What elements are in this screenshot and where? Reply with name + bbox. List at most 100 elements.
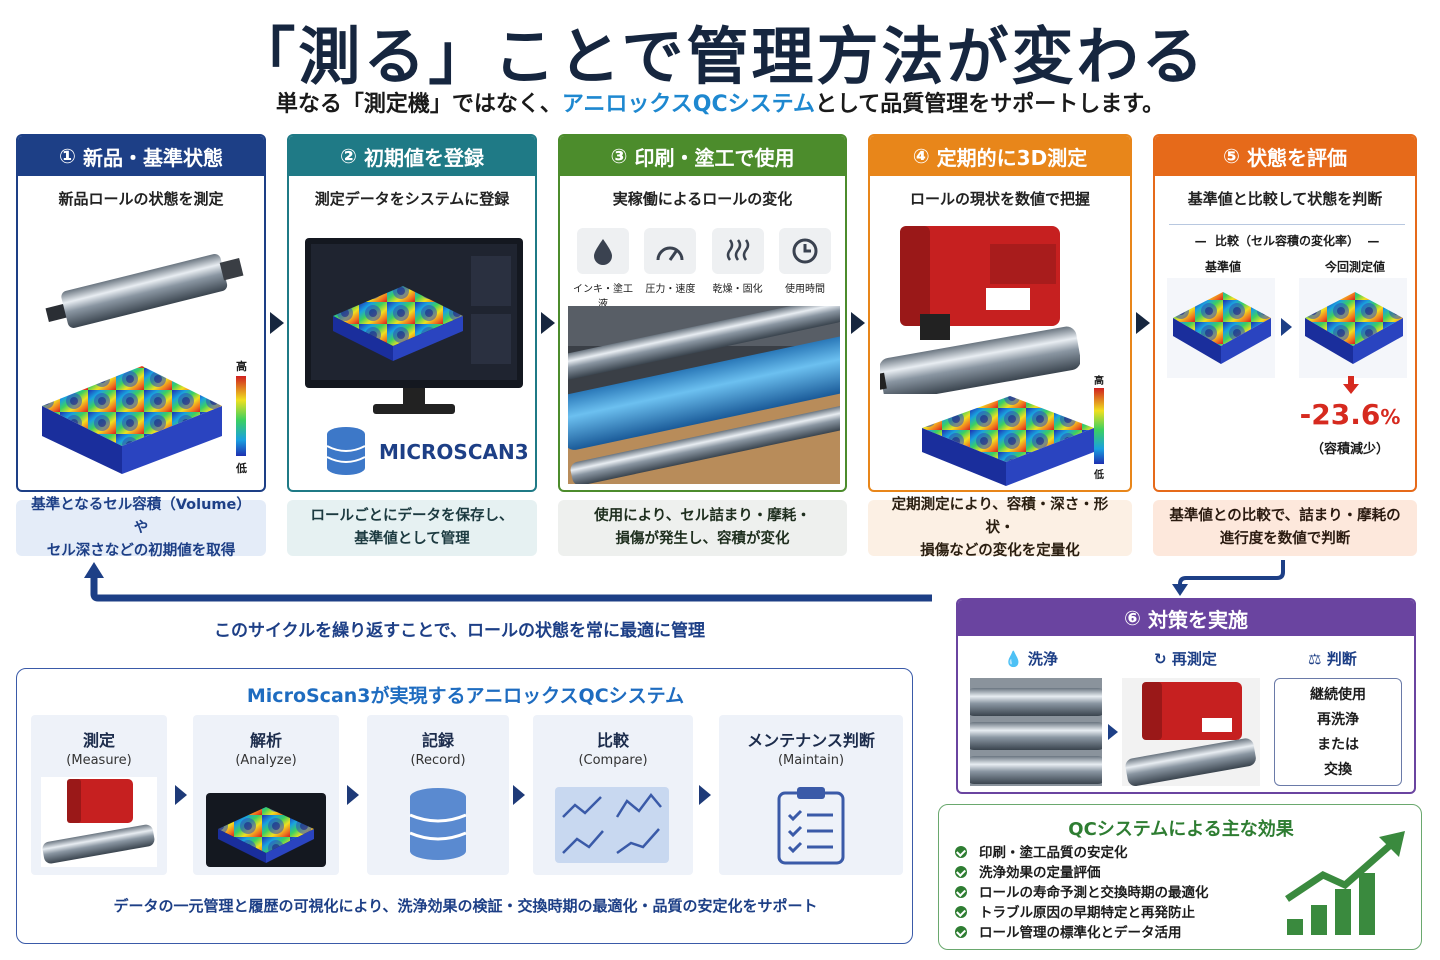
factor-item: 使用時間 bbox=[774, 228, 836, 310]
effect-label: ロール管理の標準化とデータ活用 bbox=[979, 925, 1182, 941]
step-label: 初期値を登録 bbox=[363, 145, 484, 170]
subtitle-highlight: アニロックスQCシステム bbox=[561, 92, 815, 117]
scale-low-label: 低 bbox=[1094, 470, 1104, 481]
step-card-1: ① 新品・基準状態 新品ロールの状態を測定 高 低 bbox=[16, 134, 266, 492]
subtitle-post: として品質管理をサポートします。 bbox=[814, 92, 1165, 117]
step-card-3: ③ 印刷・塗工で使用 実稼働によるロールの変化 インキ・塗工液 圧力・速度 乾燥… bbox=[558, 134, 847, 492]
judge-option: 再洗浄 bbox=[1317, 712, 1359, 728]
judge-option: または bbox=[1317, 737, 1359, 753]
note-line: 損傷などの変化を定量化 bbox=[920, 542, 1080, 559]
action-item-clean: 💧 洗浄 bbox=[1004, 648, 1058, 669]
effect-item: トラブル原因の早期特定と再発防止 bbox=[955, 903, 1209, 923]
factor-label: インキ・塗工液 bbox=[573, 284, 633, 310]
step-label: 定期的に3D測定 bbox=[936, 145, 1088, 170]
note-line: 基準となるセル容積（Volume）や bbox=[31, 496, 251, 536]
system-step-name: 測定 bbox=[82, 731, 115, 750]
flow-arrow-icon bbox=[347, 785, 359, 805]
effect-item: 洗浄効果の定量評価 bbox=[955, 863, 1209, 883]
refresh-icon: ↻ bbox=[1154, 650, 1167, 668]
change-value: -23.6% bbox=[1285, 398, 1415, 431]
scale-high-label: 高 bbox=[236, 360, 247, 373]
flow-arrow-icon bbox=[270, 312, 284, 334]
compare-title-text: 比較（セル容積の変化率） bbox=[1214, 234, 1359, 248]
page-subtitle: 単なる「測定機」ではなく、アニロックスQCシステムとして品質管理をサポートします… bbox=[0, 86, 1440, 118]
subtitle-pre: 単なる「測定機」ではなく、 bbox=[275, 92, 562, 117]
action-item-label: 再測定 bbox=[1171, 650, 1217, 668]
compare-right-label: 今回測定値 bbox=[1324, 260, 1385, 274]
monitor-icon bbox=[305, 238, 523, 414]
cycle-arrow bbox=[84, 560, 1285, 602]
step-header-5: ⑤ 状態を評価 bbox=[1155, 136, 1415, 176]
flow-arrow-icon bbox=[851, 312, 865, 334]
step-number: ⑤ bbox=[1223, 144, 1240, 168]
effect-item: ロールの寿命予測と交換時期の最適化 bbox=[955, 883, 1209, 903]
action-card: ⑥ 対策を実施 💧 洗浄 ↻ 再測定 ⚖ 判断 継続使用 再洗浄 または 交換 bbox=[956, 598, 1416, 794]
note-line: 使用により、セル詰まり・摩耗・ bbox=[594, 508, 811, 524]
step-card-4: ④ 定期的に3D測定 ロールの現状を数値で把握 高 低 bbox=[868, 134, 1132, 492]
scale-balance-icon: ⚖ bbox=[1308, 650, 1322, 668]
baseline-heatmap-image bbox=[1167, 278, 1275, 378]
system-step-maintain: メンテナンス判断 (Maintain) bbox=[719, 715, 903, 875]
system-step-en: (Analyze) bbox=[235, 753, 297, 768]
compare-left-label: 基準値 bbox=[1204, 260, 1241, 274]
action-item-label: 判断 bbox=[1326, 650, 1357, 668]
action-item-label: 洗浄 bbox=[1027, 650, 1058, 668]
system-footer: データの一元管理と履歴の可視化により、洗浄効果の検証・交換時期の最適化・品質の安… bbox=[113, 897, 818, 915]
factor-item: 圧力・速度 bbox=[639, 228, 701, 310]
system-step-en: (Maintain) bbox=[777, 753, 845, 768]
effect-label: 洗浄効果の定量評価 bbox=[979, 865, 1101, 881]
check-icon bbox=[955, 906, 967, 918]
factor-item: インキ・塗工液 bbox=[572, 228, 634, 310]
step-header-1: ① 新品・基準状態 bbox=[18, 136, 264, 176]
step-note-5: 基準値との比較で、詰まり・摩耗の進行度を数値で判断 bbox=[1153, 500, 1417, 556]
judge-option: 継続使用 bbox=[1310, 687, 1366, 703]
system-step-en: (Measure) bbox=[66, 753, 132, 768]
clock-icon bbox=[778, 228, 831, 274]
ink-drop-icon bbox=[577, 228, 629, 274]
flow-arrow-icon bbox=[541, 312, 555, 334]
compare-title: — 比較（セル容積の変化率） — bbox=[1194, 234, 1380, 248]
step-caption: 測定データをシステムに登録 bbox=[314, 190, 510, 208]
step-header-2: ② 初期値を登録 bbox=[289, 136, 535, 176]
comparison-charts-icon bbox=[555, 787, 669, 863]
drop-icon: 💧 bbox=[1004, 650, 1023, 668]
step-number: ① bbox=[59, 144, 76, 168]
analysis-screen-image bbox=[206, 793, 326, 867]
flow-arrow-icon bbox=[513, 785, 525, 805]
current-heatmap-image bbox=[1299, 278, 1407, 378]
color-scale-bar bbox=[236, 376, 246, 456]
database-icon bbox=[326, 427, 366, 475]
factor-label: 乾燥・固化 bbox=[712, 284, 763, 295]
action-header: ⑥ 対策を実施 bbox=[958, 600, 1414, 636]
system-step-record: 記録 (Record) bbox=[367, 715, 509, 875]
scale-low-label: 低 bbox=[236, 462, 247, 475]
step-label: 状態を評価 bbox=[1246, 145, 1347, 170]
gauge-icon bbox=[644, 228, 697, 274]
effect-item: ロール管理の標準化とデータ活用 bbox=[955, 923, 1209, 943]
judge-options: 継続使用 再洗浄 または 交換 bbox=[1274, 678, 1402, 786]
change-unit: % bbox=[1380, 405, 1401, 429]
flow-arrow-icon bbox=[699, 785, 711, 805]
step-note-1: 基準となるセル容積（Volume）やセル深さなどの初期値を取得 bbox=[16, 497, 266, 559]
system-panel: MicroScan3が実現するアニロックスQCシステム 測定 (Measure)… bbox=[16, 668, 913, 944]
flow-arrow-icon bbox=[175, 785, 187, 805]
step-note-4: 定期測定により、容積・深さ・形状・損傷などの変化を定量化 bbox=[868, 497, 1132, 559]
change-number: -23.6 bbox=[1299, 398, 1381, 431]
judge-option: 交換 bbox=[1324, 762, 1352, 778]
effect-item: 印刷・塗工品質の安定化 bbox=[955, 843, 1209, 863]
system-step-name: 解析 bbox=[249, 731, 282, 750]
checklist-clipboard-icon bbox=[777, 787, 845, 865]
action-arrow-icon bbox=[1108, 724, 1118, 740]
check-icon bbox=[955, 886, 967, 898]
step-note-3: 使用により、セル詰まり・摩耗・損傷が発生し、容積が変化 bbox=[558, 500, 847, 556]
step-card-5: ⑤ 状態を評価 基準値と比較して状態を判断 — 比較（セル容積の変化率） — 基… bbox=[1153, 134, 1417, 492]
change-note: （容積減少） bbox=[1310, 442, 1389, 457]
cycle-text: このサイクルを繰り返すことで、ロールの状態を常に最適に管理 bbox=[214, 621, 705, 641]
factor-list: インキ・塗工液 圧力・速度 乾燥・固化 使用時間 bbox=[572, 228, 836, 310]
note-line: 基準値として管理 bbox=[354, 531, 470, 547]
effect-label: 印刷・塗工品質の安定化 bbox=[979, 845, 1128, 861]
step-card-2: ② 初期値を登録 測定データをシステムに登録 MICROSCAN3 bbox=[287, 134, 537, 492]
step-caption: 新品ロールの状態を測定 bbox=[58, 190, 224, 208]
compare-arrow-icon bbox=[1281, 318, 1292, 336]
system-step-name: 比較 bbox=[596, 731, 629, 750]
